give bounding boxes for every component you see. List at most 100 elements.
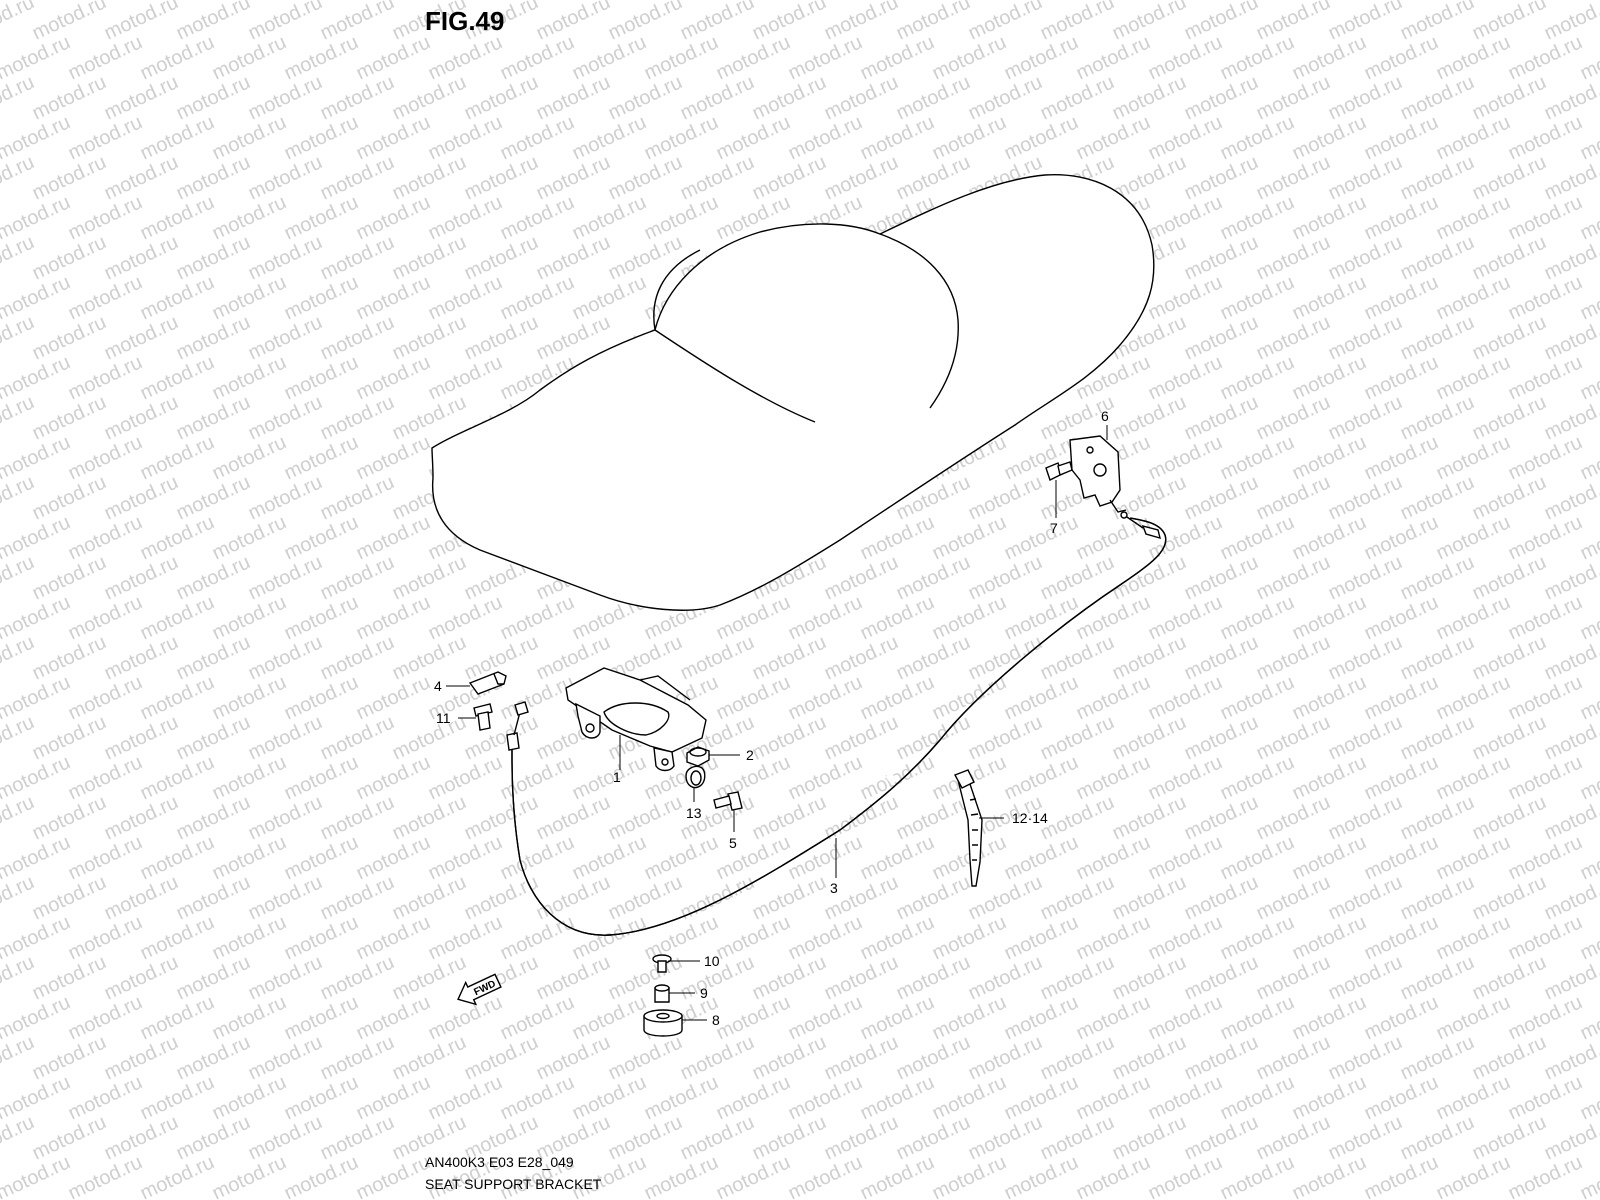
watermark-text: motod.ru bbox=[1505, 591, 1586, 644]
watermark-text: motod.ru bbox=[533, 151, 614, 204]
watermark-text: motod.ru bbox=[1037, 871, 1118, 924]
watermark-text: motod.ru bbox=[65, 431, 146, 484]
watermark-text: motod.ru bbox=[281, 1151, 362, 1200]
watermark-text: motod.ru bbox=[173, 151, 254, 204]
watermark-text: motod.ru bbox=[425, 911, 506, 964]
watermark-text: motod.ru bbox=[1433, 111, 1514, 164]
watermark-text: motod.ru bbox=[1145, 191, 1226, 244]
watermark-text: motod.ru bbox=[893, 1111, 974, 1164]
watermark-text: motod.ru bbox=[317, 151, 398, 204]
watermark-text: motod.ru bbox=[749, 151, 830, 204]
watermark-text: motod.ru bbox=[893, 951, 974, 1004]
watermark-text: motod.ru bbox=[569, 111, 650, 164]
watermark-text: motod.ru bbox=[353, 591, 434, 644]
watermark-text: motod.ru bbox=[137, 911, 218, 964]
watermark-text: motod.ru bbox=[1181, 1111, 1262, 1164]
watermark-text: motod.ru bbox=[1469, 71, 1550, 124]
watermark-text: motod.ru bbox=[749, 711, 830, 764]
cable-tie-ribs bbox=[969, 798, 979, 861]
watermark-text: motod.ru bbox=[785, 591, 866, 644]
watermark-text: motod.ru bbox=[1325, 711, 1406, 764]
watermark-text: motod.ru bbox=[65, 911, 146, 964]
watermark-text: motod.ru bbox=[1073, 671, 1154, 724]
watermark-text: motod.ru bbox=[1109, 631, 1190, 684]
watermark-text: motod.ru bbox=[893, 711, 974, 764]
watermark-text: motod.ru bbox=[1397, 311, 1478, 364]
watermark-text: motod.ru bbox=[1397, 631, 1478, 684]
watermark-text: motod.ru bbox=[1073, 31, 1154, 84]
watermark-text: motod.ru bbox=[1145, 671, 1226, 724]
watermark-text: motod.ru bbox=[1397, 871, 1478, 924]
watermark-text: motod.ru bbox=[281, 831, 362, 884]
watermark-text: motod.ru bbox=[29, 0, 110, 45]
watermark-text: motod.ru bbox=[569, 911, 650, 964]
watermark-text: motod.ru bbox=[1037, 631, 1118, 684]
watermark-text: motod.ru bbox=[137, 831, 218, 884]
watermark-text: motod.ru bbox=[317, 871, 398, 924]
cable-end-lower-tip bbox=[514, 701, 529, 716]
part-cable-tie bbox=[954, 769, 983, 887]
watermark-text: motod.ru bbox=[1433, 911, 1514, 964]
watermark-text: motod.ru bbox=[857, 831, 938, 884]
watermark-text: motod.ru bbox=[1361, 591, 1442, 644]
watermark-text: motod.ru bbox=[1073, 1151, 1154, 1200]
watermark-text: motod.ru bbox=[857, 591, 938, 644]
watermark-text: motod.ru bbox=[857, 671, 938, 724]
watermark-text: motod.ru bbox=[605, 951, 686, 1004]
watermark-text: motod.ru bbox=[893, 871, 974, 924]
watermark-text: motod.ru bbox=[389, 631, 470, 684]
watermark-text: motod.ru bbox=[605, 1111, 686, 1164]
bolt-11-shank bbox=[477, 711, 491, 731]
watermark-text: motod.ru bbox=[461, 151, 542, 204]
watermark-text: motod.ru bbox=[1469, 711, 1550, 764]
watermark-text: motod.ru bbox=[785, 111, 866, 164]
watermark-text: motod.ru bbox=[1469, 951, 1550, 1004]
watermark-text: motod.ru bbox=[713, 111, 794, 164]
cable-end-lower bbox=[506, 732, 520, 751]
watermark-text: motod.ru bbox=[893, 0, 974, 45]
watermark-text: motod.ru bbox=[1217, 991, 1298, 1044]
cable-line-inner bbox=[511, 517, 1167, 936]
watermark-text: motod.ru bbox=[677, 0, 758, 45]
callout-7: 7 bbox=[1050, 520, 1058, 536]
watermark-text: motod.ru bbox=[1397, 231, 1478, 284]
watermark-text: motod.ru bbox=[965, 951, 1046, 1004]
watermark-text: motod.ru bbox=[1361, 1071, 1442, 1124]
watermark-text: motod.ru bbox=[245, 151, 326, 204]
watermark-text: motod.ru bbox=[677, 1111, 758, 1164]
watermark-text: motod.ru bbox=[1397, 1031, 1478, 1084]
watermark-text: motod.ru bbox=[1181, 871, 1262, 924]
watermark-text: motod.ru bbox=[425, 31, 506, 84]
watermark-text: motod.ru bbox=[749, 1111, 830, 1164]
watermark-text: motod.ru bbox=[209, 1071, 290, 1124]
watermark-text: motod.ru bbox=[1253, 951, 1334, 1004]
watermark-text: motod.ru bbox=[893, 791, 974, 844]
watermark-text: motod.ru bbox=[1181, 1031, 1262, 1084]
watermark-text: motod.ru bbox=[1073, 511, 1154, 564]
watermark-text: motod.ru bbox=[425, 271, 506, 324]
watermark-text: motod.ru bbox=[29, 391, 110, 444]
watermark-text: motod.ru bbox=[173, 631, 254, 684]
watermark-text: motod.ru bbox=[173, 551, 254, 604]
watermark-text: motod.ru bbox=[209, 991, 290, 1044]
watermark-text: motod.ru bbox=[101, 71, 182, 124]
watermark-text: motod.ru bbox=[65, 191, 146, 244]
watermark-text: motod.ru bbox=[281, 31, 362, 84]
watermark-text: motod.ru bbox=[281, 271, 362, 324]
watermark-text: motod.ru bbox=[281, 591, 362, 644]
watermark-text: motod.ru bbox=[425, 111, 506, 164]
watermark-text: motod.ru bbox=[1577, 271, 1600, 324]
watermark-text: motod.ru bbox=[1577, 31, 1600, 84]
watermark-text: motod.ru bbox=[353, 911, 434, 964]
cable-end-wire bbox=[1123, 514, 1144, 529]
watermark-text: motod.ru bbox=[1361, 1151, 1442, 1200]
watermark-text: motod.ru bbox=[1253, 71, 1334, 124]
watermark-text: motod.ru bbox=[209, 751, 290, 804]
arrow-forward-icon bbox=[457, 973, 502, 1006]
watermark-text: motod.ru bbox=[533, 231, 614, 284]
watermark-text: motod.ru bbox=[65, 751, 146, 804]
watermark-text: motod.ru bbox=[173, 791, 254, 844]
seat-lock-hole bbox=[1093, 463, 1107, 477]
watermark-text: motod.ru bbox=[1253, 471, 1334, 524]
watermark-text: motod.ru bbox=[389, 711, 470, 764]
